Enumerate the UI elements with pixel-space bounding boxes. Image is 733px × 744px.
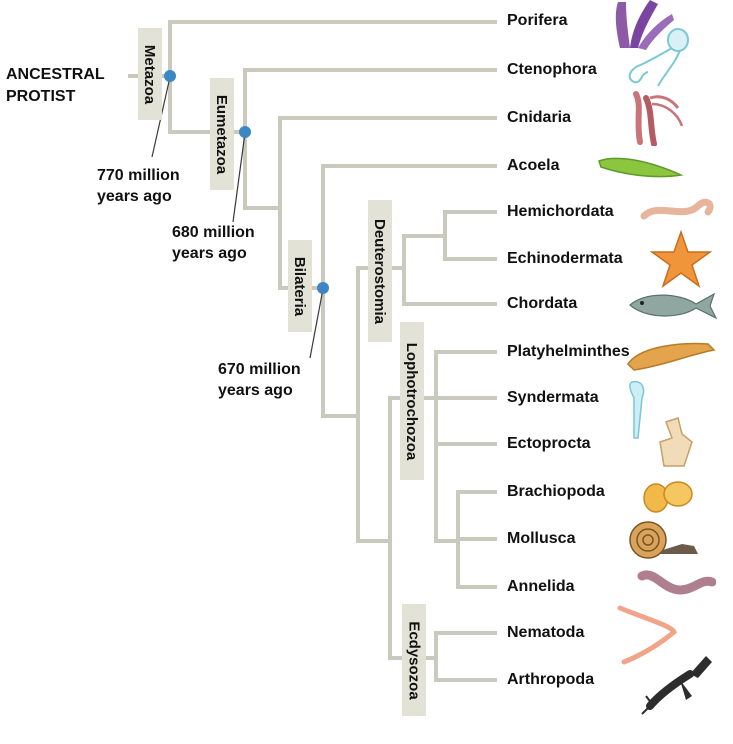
clade-label-deuterostomia: Deuterostomia bbox=[368, 200, 392, 342]
root-label-line1: ANCESTRAL bbox=[6, 66, 105, 83]
root-label: ANCESTRAL PROTIST bbox=[6, 64, 105, 108]
bryozoan-illustration bbox=[659, 417, 693, 467]
taxon-acoela: Acoela bbox=[507, 157, 560, 174]
jellyfish-illustration bbox=[633, 91, 684, 146]
taxon-platyhelminthes: Platyhelminthes bbox=[507, 343, 630, 360]
taxon-syndermata: Syndermata bbox=[507, 389, 599, 406]
nematode-illustration bbox=[617, 605, 677, 665]
clade-label-eumetazoa: Eumetazoa bbox=[210, 78, 234, 190]
clade-label-lophotrochozoa: Lophotrochozoa bbox=[400, 322, 424, 480]
acorn-worm-illustration bbox=[640, 198, 714, 220]
taxon-echinodermata: Echinodermata bbox=[507, 250, 623, 267]
taxon-ctenophora: Ctenophora bbox=[507, 61, 597, 78]
planarian-illustration bbox=[627, 342, 716, 371]
clade-label-metazoa: Metazoa bbox=[138, 28, 162, 120]
node-eumetazoa bbox=[239, 126, 251, 138]
comb-jelly-illustration bbox=[628, 28, 689, 87]
taxon-ectoprocta: Ectoprocta bbox=[507, 435, 591, 452]
taxon-nematoda: Nematoda bbox=[507, 624, 585, 641]
taxon-brachiopoda: Brachiopoda bbox=[507, 483, 605, 500]
rotifer-illustration bbox=[629, 380, 645, 439]
root-label-line2: PROTIST bbox=[6, 88, 76, 105]
clade-label-ecdysozoa: Ecdysozoa bbox=[402, 604, 426, 716]
sea-star-icon bbox=[650, 230, 712, 288]
taxon-porifera: Porifera bbox=[507, 12, 568, 29]
taxon-annelida: Annelida bbox=[507, 578, 575, 595]
brachiopod-illustration bbox=[643, 481, 693, 513]
date-label-metazoa: 770 million years ago bbox=[97, 167, 180, 205]
earthworm-illustration bbox=[637, 570, 716, 595]
taxon-mollusca: Mollusca bbox=[507, 530, 576, 547]
taxon-chordata: Chordata bbox=[507, 295, 578, 312]
taxon-cnidaria: Cnidaria bbox=[507, 109, 572, 126]
clade-label-bilateria: Bilateria bbox=[288, 240, 312, 332]
node-bilateria bbox=[317, 282, 329, 294]
pointer-bilateria bbox=[309, 288, 324, 359]
sponge-illustration bbox=[615, 0, 674, 50]
node-metazoa bbox=[164, 70, 176, 82]
snail-icon bbox=[629, 521, 698, 559]
date-label-bilateria: 670 million years ago bbox=[218, 361, 301, 399]
date-label-eumetazoa: 680 million years ago bbox=[172, 224, 255, 262]
pointer-eumetazoa bbox=[232, 132, 246, 223]
flatworm-acoela-illustration bbox=[598, 157, 684, 178]
fish-icon bbox=[629, 292, 718, 320]
taxon-hemichordata: Hemichordata bbox=[507, 203, 614, 220]
taxon-arthropoda: Arthropoda bbox=[507, 671, 595, 688]
lobster-icon bbox=[641, 656, 712, 715]
